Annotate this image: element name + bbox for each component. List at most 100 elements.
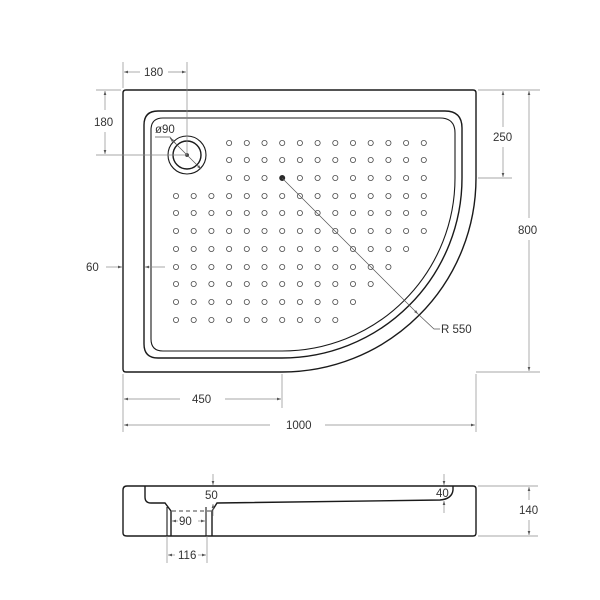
- anti-slip-hole: [385, 174, 392, 181]
- anti-slip-hole: [420, 174, 427, 181]
- anti-slip-hole: [243, 316, 250, 323]
- anti-slip-hole: [420, 139, 427, 146]
- anti-slip-hole: [367, 209, 374, 216]
- anti-slip-hole: [349, 280, 356, 287]
- anti-slip-hole: [226, 245, 233, 252]
- anti-slip-hole: [349, 156, 356, 163]
- total-height-label: 140: [519, 505, 538, 517]
- drain-diameter-leader: [155, 136, 177, 145]
- anti-slip-hole: [367, 174, 374, 181]
- anti-slip-hole: [172, 263, 179, 270]
- anti-slip-hole: [403, 174, 410, 181]
- anti-slip-hole: [314, 280, 321, 287]
- anti-slip-hole: [208, 245, 215, 252]
- anti-slip-hole: [226, 316, 233, 323]
- anti-slip-hole: [261, 298, 268, 305]
- depth-at-drain-label: 50: [205, 490, 218, 502]
- anti-slip-hole: [385, 209, 392, 216]
- anti-slip-hole: [190, 209, 197, 216]
- anti-slip-hole: [226, 263, 233, 270]
- anti-slip-hole: [332, 156, 339, 163]
- anti-slip-hole: [420, 227, 427, 234]
- anti-slip-hole: [226, 209, 233, 216]
- anti-slip-hole: [332, 174, 339, 181]
- anti-slip-hole: [332, 192, 339, 199]
- anti-slip-hole: [208, 280, 215, 287]
- anti-slip-hole: [314, 263, 321, 270]
- anti-slip-hole: [190, 298, 197, 305]
- anti-slip-hole: [190, 245, 197, 252]
- radius-leader: [281, 177, 419, 315]
- anti-slip-hole: [314, 192, 321, 199]
- anti-slip-hole: [420, 156, 427, 163]
- anti-slip-hole: [261, 316, 268, 323]
- anti-slip-hole: [296, 139, 303, 146]
- anti-slip-hole: [349, 139, 356, 146]
- anti-slip-hole: [243, 245, 250, 252]
- anti-slip-hole: [172, 192, 179, 199]
- anti-slip-hole: [296, 316, 303, 323]
- anti-slip-hole: [172, 280, 179, 287]
- anti-slip-hole: [349, 209, 356, 216]
- anti-slip-hole: [296, 174, 303, 181]
- anti-slip-hole: [279, 156, 286, 163]
- anti-slip-hole: [349, 192, 356, 199]
- anti-slip-hole: [172, 209, 179, 216]
- anti-slip-hole: [243, 174, 250, 181]
- anti-slip-hole: [279, 209, 286, 216]
- anti-slip-hole: [420, 192, 427, 199]
- anti-slip-hole: [261, 139, 268, 146]
- drain-offset-x-label: 180: [144, 67, 163, 79]
- anti-slip-hole: [190, 316, 197, 323]
- anti-slip-hole: [314, 156, 321, 163]
- anti-slip-hole: [261, 174, 268, 181]
- anti-slip-hole: [243, 209, 250, 216]
- anti-slip-hole: [367, 227, 374, 234]
- anti-slip-hole: [208, 316, 215, 323]
- anti-slip-hole: [367, 245, 374, 252]
- anti-slip-hole: [403, 227, 410, 234]
- drain-outer-width-label: 116: [178, 550, 196, 562]
- anti-slip-hole: [208, 298, 215, 305]
- anti-slip-hole: [385, 263, 392, 270]
- anti-slip-hole: [261, 227, 268, 234]
- anti-slip-hole: [208, 209, 215, 216]
- anti-slip-hole: [208, 192, 215, 199]
- anti-slip-hole: [279, 263, 286, 270]
- anti-slip-hole: [172, 227, 179, 234]
- anti-slip-hole: [332, 139, 339, 146]
- total-width-label: 1000: [286, 420, 312, 432]
- anti-slip-hole: [261, 209, 268, 216]
- anti-slip-hole: [314, 209, 321, 216]
- anti-slip-hole: [243, 280, 250, 287]
- anti-slip-hole: [367, 192, 374, 199]
- anti-slip-hole: [172, 245, 179, 252]
- anti-slip-hole: [190, 263, 197, 270]
- anti-slip-hole: [243, 156, 250, 163]
- radius-leader-tail: [417, 313, 440, 330]
- radius-label: R 550: [441, 324, 472, 336]
- anti-slip-hole: [279, 298, 286, 305]
- anti-slip-hole: [349, 174, 356, 181]
- drain-offset-y-label: 180: [94, 117, 113, 129]
- anti-slip-hole: [226, 139, 233, 146]
- anti-slip-hole: [279, 316, 286, 323]
- anti-slip-hole: [367, 280, 374, 287]
- straight-edge-label: 450: [192, 394, 211, 406]
- depth-at-end-label: 40: [436, 488, 449, 500]
- anti-slip-hole: [314, 174, 321, 181]
- anti-slip-hole: [208, 263, 215, 270]
- anti-slip-hole: [332, 209, 339, 216]
- anti-slip-hole: [279, 139, 286, 146]
- anti-slip-hole: [296, 263, 303, 270]
- anti-slip-hole: [367, 156, 374, 163]
- anti-slip-hole: [420, 209, 427, 216]
- anti-slip-hole: [279, 227, 286, 234]
- anti-slip-hole: [172, 316, 179, 323]
- drain-inner-width-label: 90: [179, 516, 192, 528]
- anti-slip-hole: [243, 192, 250, 199]
- corner-height-label: 250: [493, 132, 512, 144]
- anti-slip-hole: [190, 227, 197, 234]
- anti-slip-hole: [243, 263, 250, 270]
- anti-slip-hole: [385, 227, 392, 234]
